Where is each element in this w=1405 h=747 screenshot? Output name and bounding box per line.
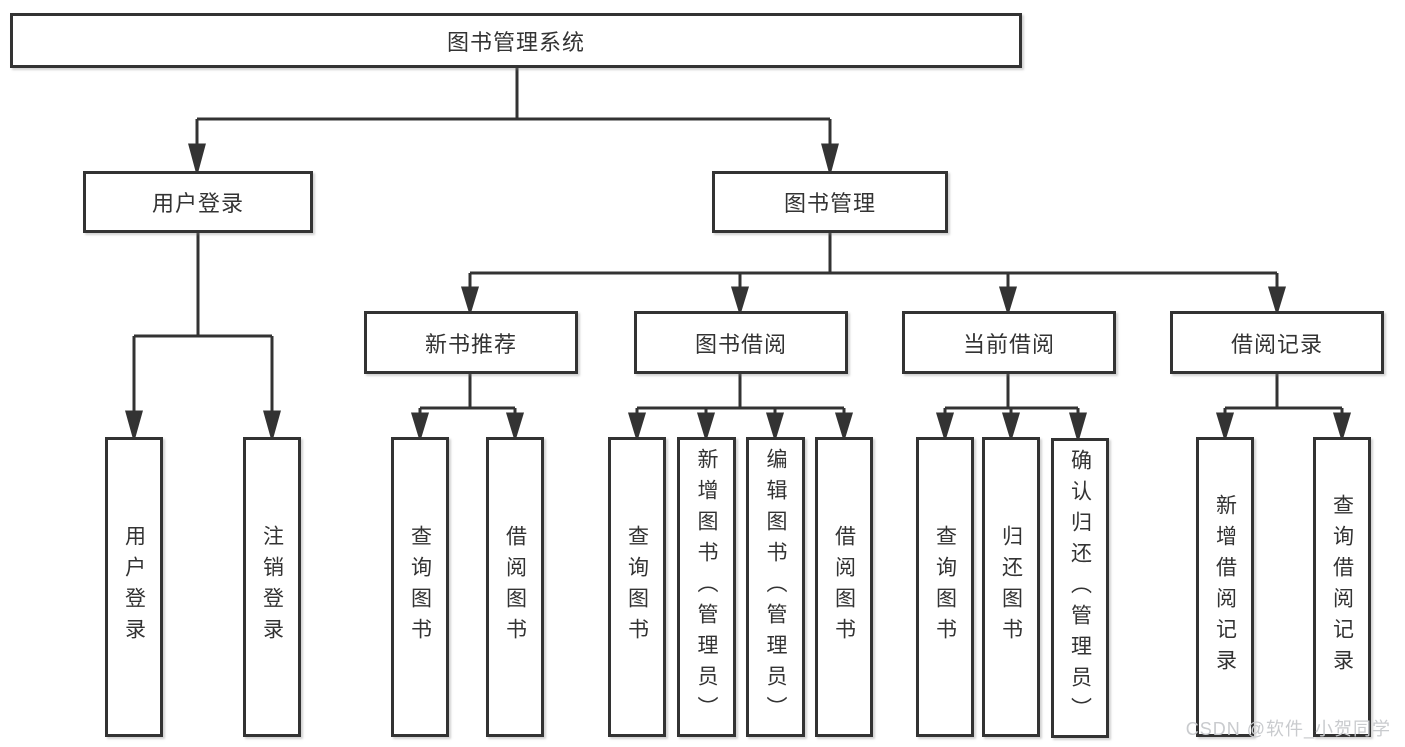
csdn-watermark: CSDN @软件_小贺同学 xyxy=(1185,719,1391,739)
connector-current-borrow-to-leaves xyxy=(935,374,1087,444)
arrowhead xyxy=(821,143,839,177)
node-book-borrow: 图书借阅 xyxy=(634,311,848,374)
leaf-edit-book-admin: 编辑图书（管理员） xyxy=(746,437,805,737)
leaf-query-books-newbooks: 查询图书 xyxy=(391,437,449,737)
leaf-add-book-admin: 新增图书（管理员） xyxy=(677,437,736,737)
arrowhead xyxy=(125,410,143,443)
arrowhead xyxy=(765,412,785,443)
arrowhead xyxy=(1332,412,1352,443)
arrowhead xyxy=(188,143,206,177)
node-borrow-records: 借阅记录 xyxy=(1170,311,1384,374)
arrowhead xyxy=(730,286,750,317)
connector-user-login-to-leaves xyxy=(125,233,281,443)
node-book-mgmt: 图书管理 xyxy=(712,171,948,233)
connector-borrow-records-to-leaves xyxy=(1215,374,1352,443)
arrowhead xyxy=(998,286,1018,317)
leaf-confirm-return-admin: 确认归还（管理员） xyxy=(1051,438,1109,738)
arrowhead xyxy=(460,286,480,317)
arrowhead xyxy=(627,412,647,443)
leaf-query-books-borrow: 查询图书 xyxy=(608,437,666,737)
arrowhead xyxy=(1267,286,1287,317)
connector-new-books-to-leaves xyxy=(410,374,525,443)
node-current-borrow: 当前借阅 xyxy=(902,311,1116,374)
leaf-logout: 注销登录 xyxy=(243,437,301,737)
arrowhead xyxy=(1069,412,1087,444)
arrowhead xyxy=(1001,412,1021,443)
leaf-return-book: 归还图书 xyxy=(982,437,1040,737)
connector-root-to-level2 xyxy=(188,68,839,177)
arrowhead xyxy=(263,410,281,443)
arrowhead xyxy=(505,412,525,443)
arrowhead xyxy=(696,412,716,443)
leaf-query-books-current: 查询图书 xyxy=(916,437,974,737)
node-user-login: 用户登录 xyxy=(83,171,313,233)
node-new-books: 新书推荐 xyxy=(364,311,578,374)
node-root-system: 图书管理系统 xyxy=(10,13,1022,68)
leaf-add-borrow-record: 新增借阅记录 xyxy=(1196,437,1254,737)
arrowhead xyxy=(935,412,955,443)
arrowhead xyxy=(834,412,854,443)
connector-book-mgmt-to-level3 xyxy=(460,233,1287,317)
leaf-borrow-books-borrow: 借阅图书 xyxy=(815,437,873,737)
connector-book-borrow-to-leaves xyxy=(627,374,854,443)
leaf-query-borrow-record: 查询借阅记录 xyxy=(1313,437,1371,737)
arrowhead xyxy=(1215,412,1235,443)
leaf-borrow-books-newbooks: 借阅图书 xyxy=(486,437,544,737)
arrowhead xyxy=(410,412,430,443)
leaf-user-login: 用户登录 xyxy=(105,437,163,737)
